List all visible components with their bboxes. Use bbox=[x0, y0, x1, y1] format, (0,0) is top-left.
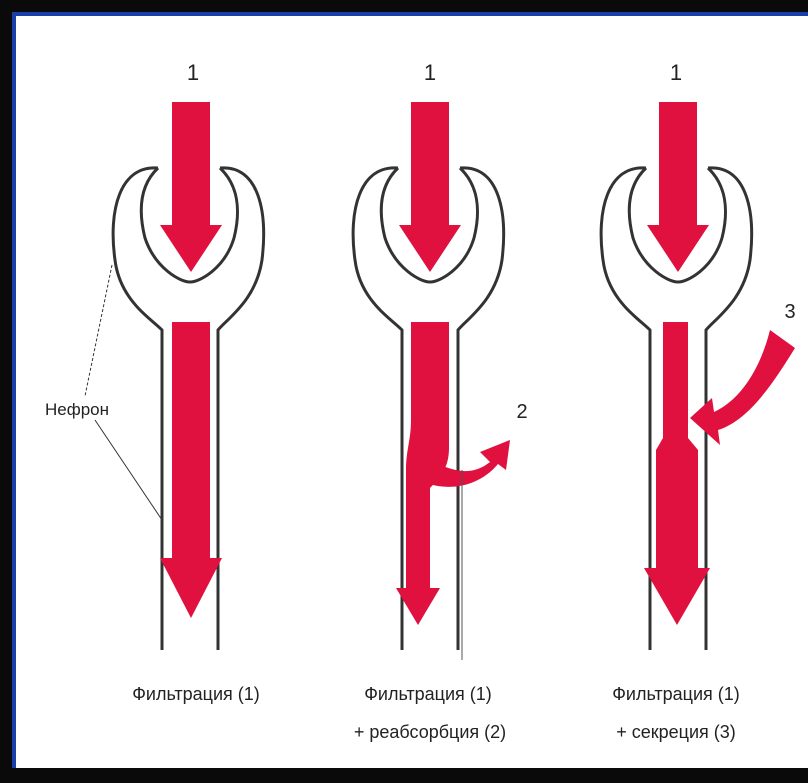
panel-filtration-reabsorption: 1 2 Фильтрация (1) + реабсорбция (2) bbox=[353, 60, 527, 742]
nephron-label: Нефрон bbox=[45, 400, 109, 419]
caption-line-2: + реабсорбция (2) bbox=[354, 722, 506, 742]
caption-line-1: Фильтрация (1) bbox=[364, 684, 492, 704]
filtration-arrow bbox=[647, 102, 709, 272]
panel-filtration-secretion: 1 3 Фильтрация (1) + секреция (3) bbox=[601, 60, 795, 742]
side-number-label: 3 bbox=[784, 301, 795, 323]
filtration-arrow bbox=[399, 102, 461, 272]
top-number-label: 1 bbox=[424, 60, 436, 85]
caption-line-1: Фильтрация (1) bbox=[612, 684, 740, 704]
top-number-label: 1 bbox=[670, 60, 682, 85]
caption-line-1: Фильтрация (1) bbox=[132, 684, 260, 704]
nephron-pointer-line bbox=[95, 420, 162, 520]
nephron-pointer-line bbox=[85, 265, 112, 396]
side-number-label: 2 bbox=[516, 401, 527, 423]
top-number-label: 1 bbox=[187, 60, 199, 85]
caption-line-2: + секреция (3) bbox=[616, 722, 736, 742]
tubule-flow-arrow bbox=[160, 322, 222, 618]
tubule-flow-arrow bbox=[644, 322, 710, 625]
panel-filtration: 1 Нефрон Фильтрация (1) bbox=[45, 60, 264, 704]
filtration-arrow bbox=[160, 102, 222, 272]
